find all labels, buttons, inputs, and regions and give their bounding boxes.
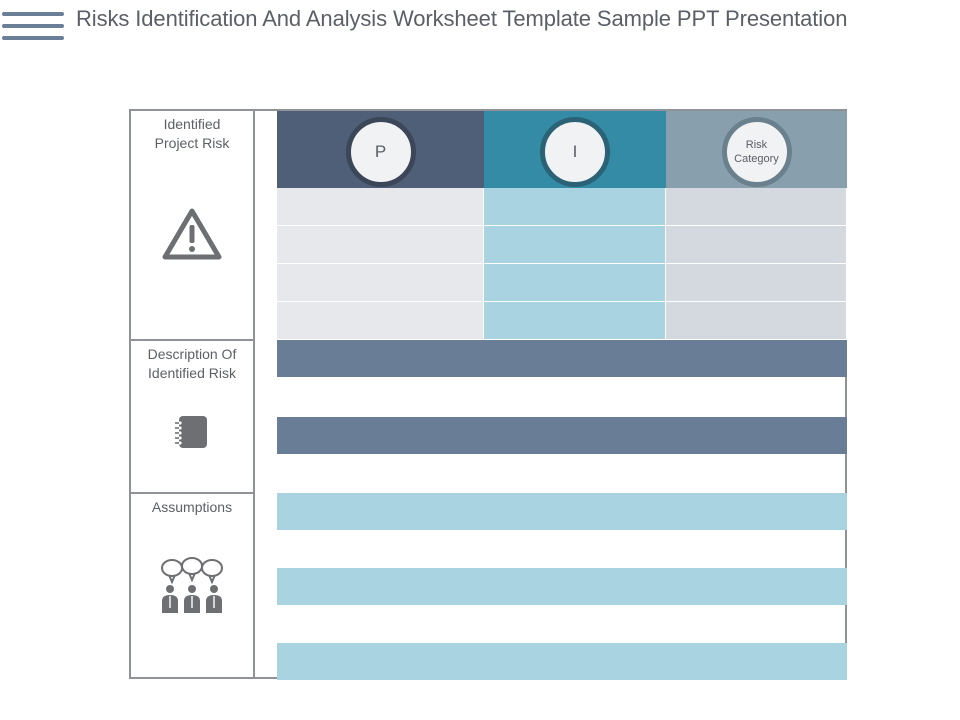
circle-label-risk-category: Risk Category bbox=[721, 117, 792, 187]
section-assumptions: Assumptions bbox=[131, 492, 253, 679]
section-identified-risk: Identified Project Risk bbox=[131, 111, 253, 339]
grid-cell bbox=[666, 264, 847, 302]
warning-icon bbox=[162, 208, 222, 260]
assumption-row-band bbox=[277, 493, 847, 530]
grid-cell bbox=[484, 264, 666, 302]
grid-cell bbox=[277, 264, 484, 302]
circle-label-p: P bbox=[345, 117, 416, 187]
section-description: Description Of Identified Risk bbox=[131, 339, 253, 492]
description-row-band bbox=[277, 340, 847, 377]
section-label: Identified Project Risk bbox=[154, 116, 230, 151]
notebook-icon bbox=[175, 416, 207, 448]
assumption-row-band bbox=[277, 568, 847, 605]
column-header-risk-category: Risk Category bbox=[666, 111, 847, 188]
spacer-column bbox=[255, 111, 277, 677]
grid-cell bbox=[484, 226, 666, 264]
row-labels-column: Identified Project Risk Description Of I… bbox=[131, 111, 255, 677]
risk-grid: P I Risk Category bbox=[277, 111, 847, 680]
grid-cell bbox=[484, 188, 666, 226]
grid-cell bbox=[277, 226, 484, 264]
column-header-p: P bbox=[277, 111, 484, 188]
grid-cell bbox=[666, 226, 847, 264]
menu-icon[interactable] bbox=[2, 12, 64, 42]
assumption-row-band bbox=[277, 643, 847, 680]
section-label: Description Of Identified Risk bbox=[147, 346, 237, 381]
description-row-band bbox=[277, 417, 847, 454]
people-talking-icon bbox=[161, 557, 223, 613]
grid-cell bbox=[277, 302, 484, 340]
circle-label-i: I bbox=[540, 117, 610, 187]
section-label: Assumptions bbox=[151, 499, 233, 515]
grid-cell bbox=[484, 302, 666, 340]
grid-cell bbox=[666, 188, 847, 226]
worksheet-table: Identified Project Risk Description Of I… bbox=[129, 109, 847, 680]
column-header-i: I bbox=[484, 111, 666, 188]
grid-cell bbox=[666, 302, 847, 340]
page-title: Risks Identification And Analysis Worksh… bbox=[76, 6, 848, 31]
grid-cell bbox=[277, 188, 484, 226]
